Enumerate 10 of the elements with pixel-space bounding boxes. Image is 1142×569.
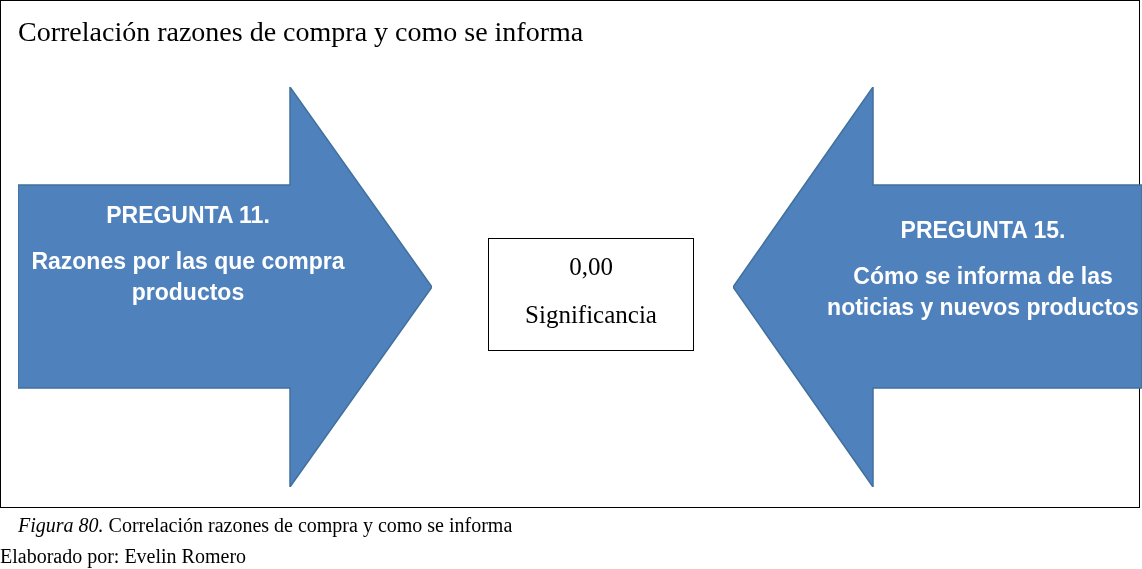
figure-caption: Figura 80. Correlación razones de compra y como se informa [18, 514, 513, 537]
arrow-heading: PREGUNTA 11. [105, 201, 271, 230]
author-credit: Elaborado por: Evelin Romero [0, 545, 247, 568]
diagram-title: Correlación razones de compra y como se informa [18, 16, 584, 48]
arrow-heading: PREGUNTA 15. [899, 216, 1067, 245]
value-text: 0,00 [568, 253, 614, 281]
arrow-text: Razones por las que compra productos [30, 247, 346, 307]
value-box [488, 238, 694, 351]
value-label: Significancia [524, 301, 658, 329]
arrow-text: Cómo se informa de las noticias y nuevos productos [826, 262, 1140, 322]
